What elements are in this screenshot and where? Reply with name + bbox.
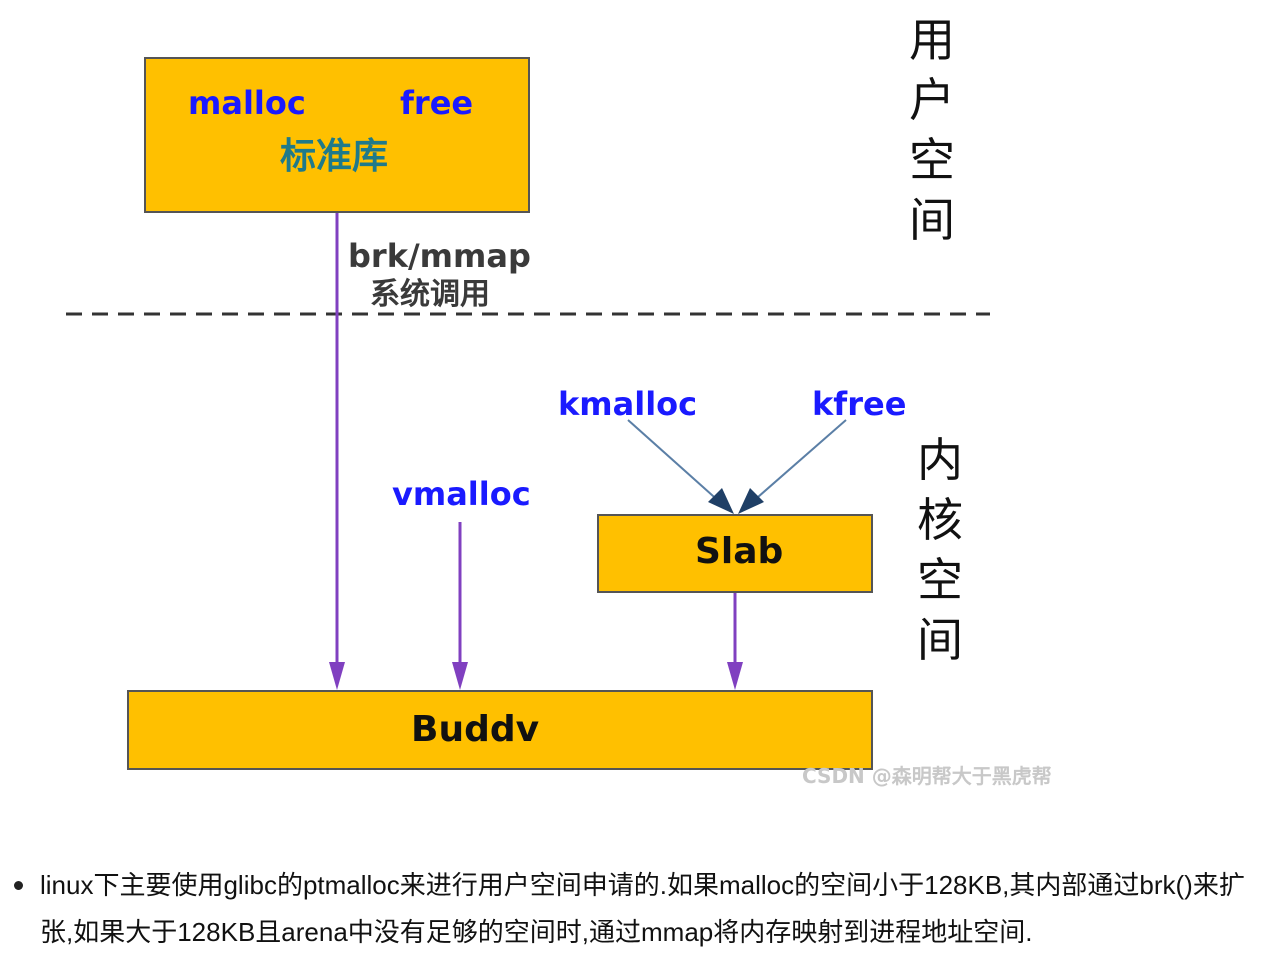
syscall-label-line2: 系统调用 xyxy=(370,277,490,312)
vmalloc-label: vmalloc xyxy=(392,475,531,513)
kernel-space-char: 空 xyxy=(917,553,963,607)
explanation-text: linux下主要使用glibc的ptmalloc来进行用户空间申请的.如果mal… xyxy=(40,870,1245,947)
user-space-char: 间 xyxy=(909,193,955,247)
vmalloc-arrowhead xyxy=(452,662,468,690)
kmalloc-arrow xyxy=(627,419,723,505)
kernel-space-char: 间 xyxy=(917,613,963,667)
syscall-label-line1: brk/mmap xyxy=(348,237,531,275)
kmalloc-label: kmalloc xyxy=(558,385,698,423)
kernel-space-char: 核 xyxy=(917,493,963,547)
free-label: free xyxy=(400,84,474,122)
brk-mmap-arrowhead xyxy=(329,662,345,690)
kernel-space-label: 内 核 空 间 xyxy=(910,430,970,670)
kfree-arrowhead xyxy=(738,488,764,514)
diagram-connectors xyxy=(66,212,990,690)
kernel-space-char: 内 xyxy=(917,433,963,487)
slab-box: Slab xyxy=(597,514,873,593)
user-space-char: 空 xyxy=(909,133,955,187)
buddy-label: Buddv xyxy=(411,709,540,750)
slab-to-buddy-arrowhead xyxy=(727,662,743,690)
kfree-label: kfree xyxy=(812,385,907,423)
user-space-char: 用 xyxy=(909,13,955,67)
slab-label: Slab xyxy=(695,531,784,572)
memory-allocation-diagram: malloc free 标准库 brk/mmap 系统调用 用 户 空 间 内 … xyxy=(66,10,1052,788)
bullet-marker xyxy=(14,881,23,890)
standard-library-title: 标准库 xyxy=(280,136,389,177)
user-space-label: 用 户 空 间 xyxy=(902,10,962,250)
kmalloc-arrowhead xyxy=(708,488,734,514)
malloc-label: malloc xyxy=(188,84,306,122)
standard-library-box: malloc free 标准库 xyxy=(144,57,530,213)
kfree-arrow xyxy=(749,419,847,505)
csdn-watermark: CSDN @森明帮大于黑虎帮 xyxy=(802,764,1052,788)
buddy-box: Buddv xyxy=(127,690,873,770)
explanation-bullet: linux下主要使用glibc的ptmalloc来进行用户空间申请的.如果mal… xyxy=(14,862,1274,956)
user-space-char: 户 xyxy=(909,73,955,127)
